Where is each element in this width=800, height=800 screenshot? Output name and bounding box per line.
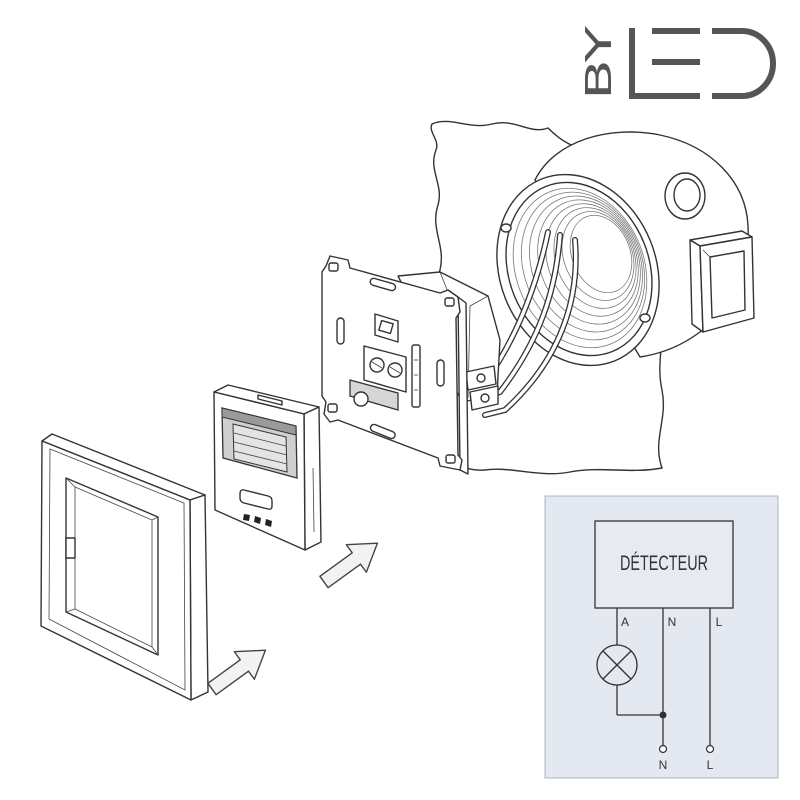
cover-side-face: [303, 406, 322, 551]
live-bottom-label: L: [707, 758, 714, 772]
cover-frame: [40, 433, 209, 701]
knockout-icon: [664, 172, 706, 220]
sun-icon: [243, 514, 250, 521]
brand-logo: BY: [579, 24, 776, 100]
output-a-label: A: [621, 615, 629, 629]
assembly-arrow-icon: [207, 649, 267, 696]
adjustment-block: [349, 379, 399, 411]
detector-cover: [213, 384, 322, 551]
auto-icon: [265, 519, 272, 527]
mode-icons: [243, 514, 272, 527]
terminal-n-icon: [658, 744, 668, 754]
lamp-icon: [596, 644, 638, 686]
wiring-schematic: DÉTECTEUR A N L N L: [544, 495, 779, 779]
frame-side-face: [189, 494, 209, 701]
terminal-screw-icon: [369, 357, 403, 378]
plate-slider: [411, 344, 421, 408]
detector-box: [594, 520, 734, 609]
conduit-entry: [689, 230, 755, 333]
terminal-l-icon: [705, 744, 715, 754]
box-screw-posts: [500, 223, 651, 323]
moon-icon: [254, 516, 261, 524]
detector-mechanism: [321, 255, 501, 475]
plate-slots: [336, 277, 445, 440]
mechanism-plate-edge: [457, 296, 469, 475]
assembly-arrow-icon: [319, 542, 379, 589]
cover-button: [239, 489, 273, 510]
adjustment-knob-icon: [353, 391, 369, 407]
logo-by-text: BY: [579, 24, 620, 100]
live-top-label: L: [716, 615, 723, 629]
mechanism-terminals: [465, 365, 499, 411]
logo-led-lettering: [629, 28, 776, 99]
frame-clip: [65, 537, 76, 559]
plate-mounting-holes: [327, 262, 456, 464]
terminal-housing: [363, 345, 407, 393]
neutral-bottom-label: N: [659, 758, 668, 772]
neutral-top-label: N: [668, 615, 677, 629]
box-inner-threads: [512, 187, 648, 349]
detector-label: DÉTECTEUR: [620, 552, 708, 575]
